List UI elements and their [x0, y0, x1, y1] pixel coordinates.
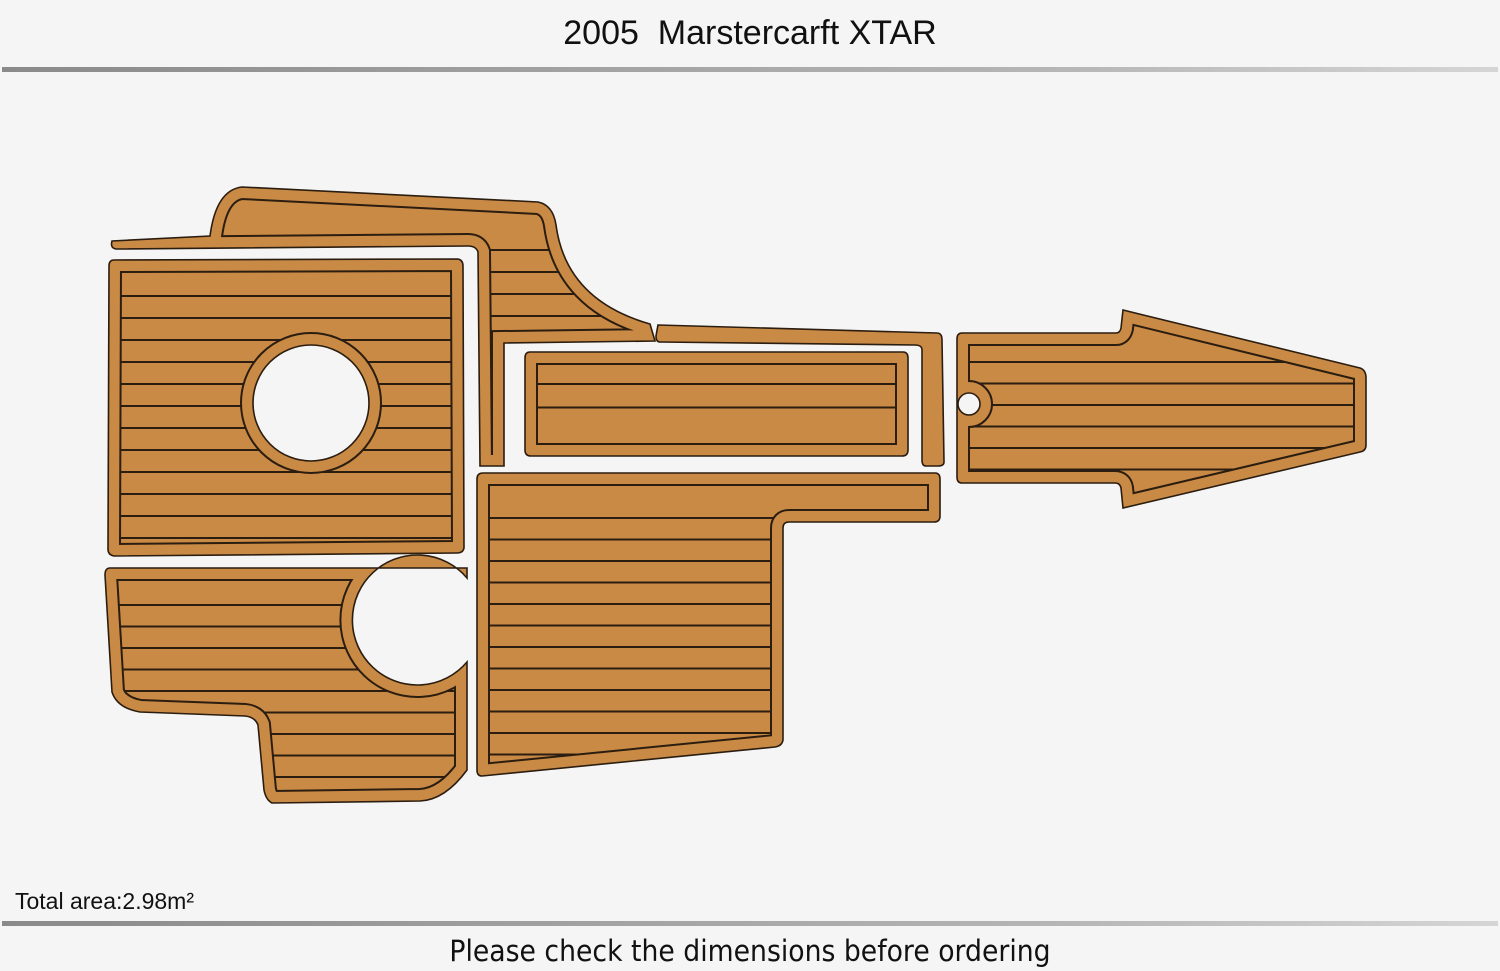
piece-fill — [111, 187, 655, 466]
deck-piece-bow-arrow-panel — [956, 309, 1367, 509]
footer-note: Please check the dimensions before order… — [449, 934, 1051, 968]
bottom-divider — [2, 921, 1498, 926]
piece-fill — [525, 352, 908, 456]
total-area-label: Total area:2.98m² — [15, 888, 194, 914]
piece-fill — [108, 259, 464, 556]
piece-fill — [957, 310, 1366, 508]
deck-piece-center-bottom-panel — [476, 472, 941, 777]
groove-lines — [525, 383, 908, 409]
piece-fill — [656, 325, 944, 466]
deck-piece-center-inner-panel — [524, 351, 909, 457]
page-title: 2005 Marstercarft XTAR — [563, 14, 937, 52]
piece-fill — [105, 555, 467, 803]
top-divider — [2, 67, 1498, 72]
deck-piece-left-main-panel — [107, 258, 465, 557]
deck-piece-center-top-frame — [655, 324, 945, 467]
